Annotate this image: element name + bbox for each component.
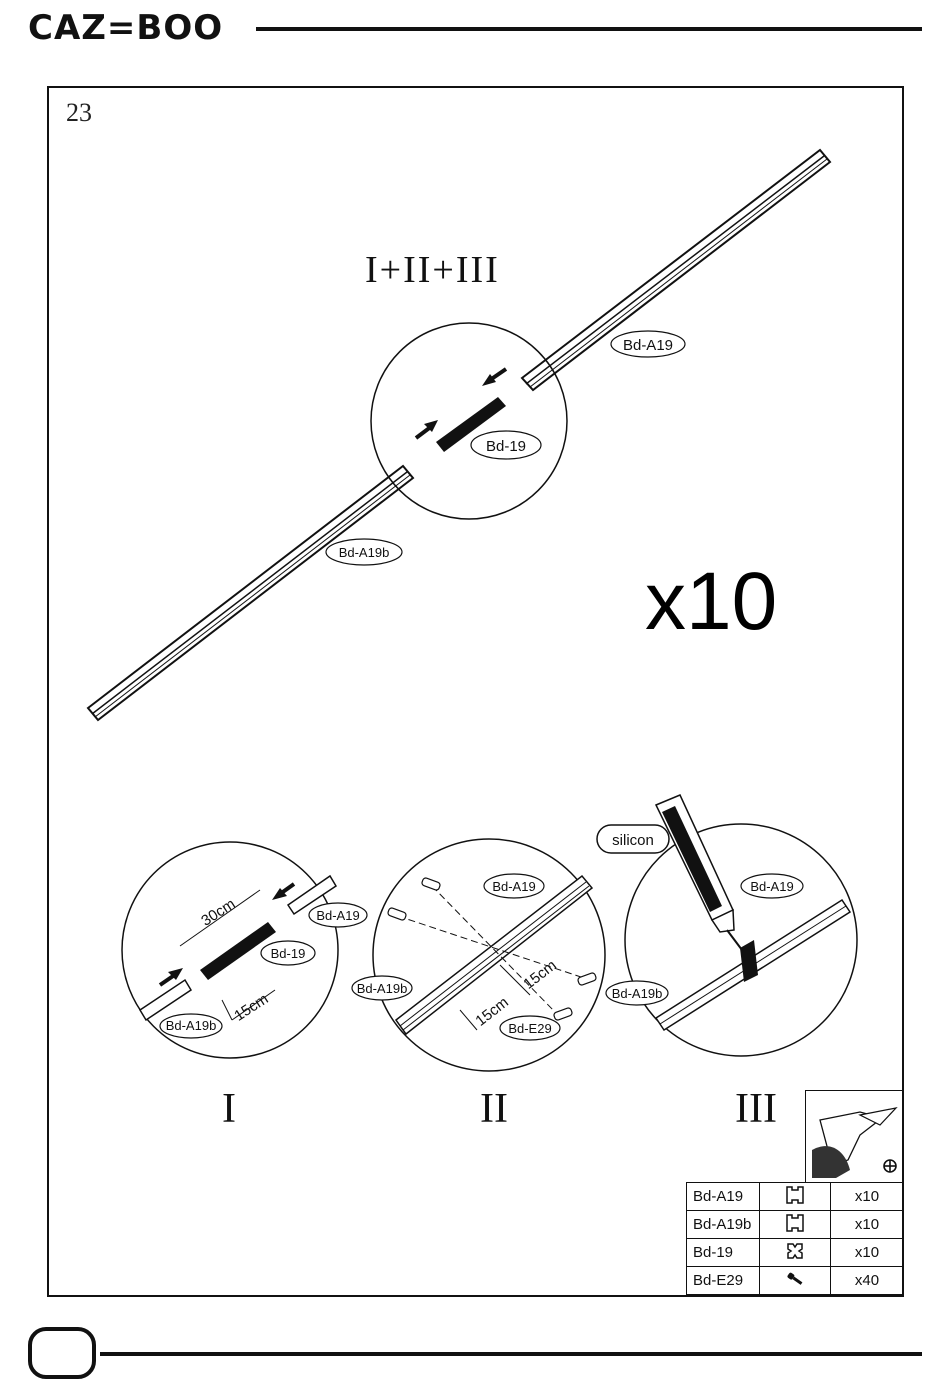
part-qty: x40 (831, 1267, 904, 1295)
part-code: Bd-19 (687, 1239, 760, 1267)
table-row: Bd-A19 x10 (687, 1183, 904, 1211)
part-code: Bd-E29 (687, 1267, 760, 1295)
lower-beam (88, 466, 413, 720)
silicon-label: silicon (612, 832, 654, 849)
part-qty: x10 (831, 1183, 904, 1211)
detail-2-label-e29: Bd-E29 (508, 1021, 551, 1036)
detail-3-label-a19: Bd-A19 (750, 879, 793, 894)
upper-beam-label: Bd-A19 (623, 337, 673, 354)
detail-3-label-a19b: Bd-A19b (612, 986, 663, 1001)
parts-table: Bd-A19 x10 Bd-A19b x10 Bd-19 x10 Bd-E29 … (686, 1182, 904, 1295)
detail-1-title: I (222, 1085, 236, 1133)
silicon-tube-icon (656, 795, 742, 950)
dimension-30cm: 30cm (198, 895, 238, 929)
detail-1-label-a19: Bd-A19 (316, 908, 359, 923)
dimension-15cm-b: 15cm (520, 957, 559, 993)
lower-beam-label: Bd-A19b (339, 545, 390, 560)
part-code: Bd-A19b (687, 1211, 760, 1239)
profile-icon (760, 1211, 831, 1239)
detail-2: 15cm 15cm Bd-A19 Bd-A19b Bd-E29 (352, 839, 605, 1071)
table-row: Bd-A19b x10 (687, 1211, 904, 1239)
detail-1: 30cm 15cm Bd-A19 Bd-19 Bd-A19b (122, 842, 367, 1058)
detail-2-label-a19: Bd-A19 (492, 879, 535, 894)
screw-icon (760, 1267, 831, 1295)
detail-2-title: II (480, 1085, 508, 1133)
part-qty: x10 (831, 1239, 904, 1267)
table-row: Bd-E29 x40 (687, 1267, 904, 1295)
arrow-left-icon (482, 369, 506, 386)
page-number-tab (28, 1327, 96, 1379)
detail-3-title: III (735, 1085, 777, 1133)
part-qty: x10 (831, 1211, 904, 1239)
table-row: Bd-19 x10 (687, 1239, 904, 1267)
upper-beam (522, 150, 830, 390)
footer-rule (100, 1352, 922, 1356)
part-code: Bd-A19 (687, 1183, 760, 1211)
detail-1-label-a19b: Bd-A19b (166, 1018, 217, 1033)
profile-icon (760, 1183, 831, 1211)
tool-box (805, 1090, 904, 1183)
connector-label: Bd-19 (486, 438, 526, 455)
detail-3: silicon Bd-A19 Bd-A19b (597, 795, 857, 1056)
detail-2-label-a19b: Bd-A19b (357, 981, 408, 996)
dimension-15cm: 15cm (231, 990, 271, 1024)
detail-1-label-bd19: Bd-19 (271, 946, 306, 961)
connector-icon (760, 1239, 831, 1267)
arrow-right-icon (416, 420, 438, 438)
